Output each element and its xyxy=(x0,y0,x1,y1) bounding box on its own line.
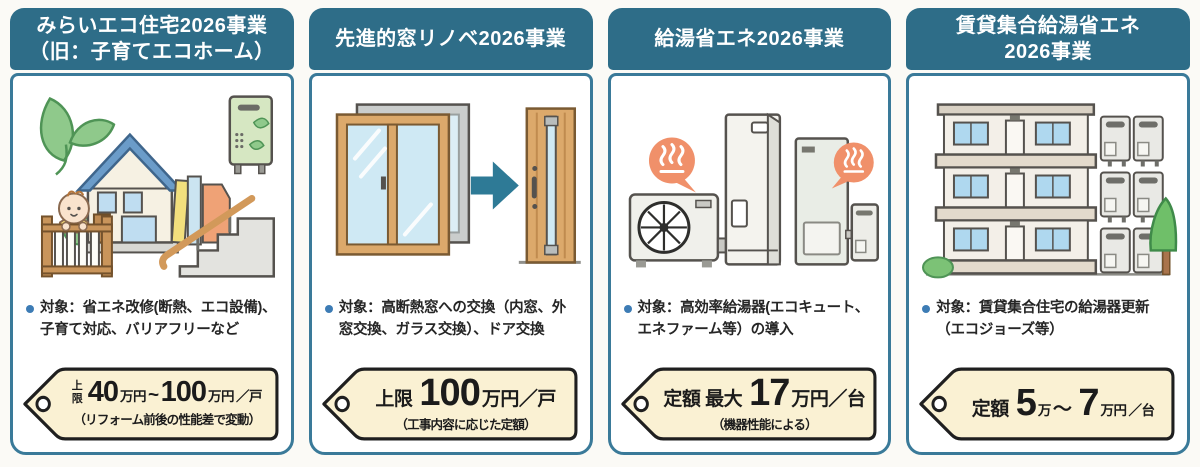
storage-tank-icon xyxy=(716,112,781,266)
arrow-right-icon xyxy=(470,161,519,210)
target-text: 対象：高効率給湯器(エコキュート、エネファーム等）の導入 xyxy=(637,300,870,338)
bullet-dot-icon xyxy=(922,305,931,313)
price-tag-shape-icon xyxy=(23,367,279,441)
bullet-dot-icon xyxy=(623,305,632,313)
heat-pump-illustration xyxy=(620,82,880,288)
target-text: 対象：省エネ改修(断熱、エコ設備)、子育て対応、バリアフリーなど xyxy=(40,300,277,338)
program-card-mirai-eco-house: みらいエコ住宅2026事業 （旧：子育てエコホーム） xyxy=(10,8,294,455)
eco-house-illustration xyxy=(22,82,282,288)
window-door-illustration xyxy=(321,82,581,288)
price-tag-shape-icon xyxy=(919,367,1175,441)
target-description: 対象：省エネ改修(断熱、エコ設備)、子育て対応、バリアフリーなど xyxy=(22,288,282,352)
program-card-rental-apartment: 賃貸集合給湯省エネ 2026事業 xyxy=(906,8,1190,455)
title-line-1: みらいエコ住宅2026事業 xyxy=(36,14,268,37)
price-tag-shape-icon xyxy=(322,367,578,441)
title-line-1: 先進的窓リノベ2026事業 xyxy=(335,27,567,50)
target-text: 対象：高断熱窓への交換（内窓、外窓交換、ガラス交換）、ドア交換 xyxy=(338,300,567,338)
ecojozu-tank-icon xyxy=(794,137,849,266)
title-line-2: （旧：子育てエコホーム） xyxy=(29,41,275,63)
door-icon xyxy=(518,107,581,264)
apartment-illustration xyxy=(918,82,1178,288)
house-icon xyxy=(62,132,231,254)
heat-bubble-icon xyxy=(831,142,874,189)
target-description: 対象：高断熱窓への交換（内窓、外窓交換、ガラス交換）、ドア交換 xyxy=(321,288,581,352)
program-card-window-renovation: 先進的窓リノベ2026事業 xyxy=(308,8,593,455)
target-text: 対象：賃貸集合住宅の給湯器更新（エコジョーズ等） xyxy=(936,300,1150,338)
target-description: 対象：賃貸集合住宅の給湯器更新（エコジョーズ等） xyxy=(918,288,1178,352)
bullet-dot-icon xyxy=(324,305,333,313)
baby-gate-icon xyxy=(40,190,113,278)
card-title-window: 先進的窓リノベ2026事業 xyxy=(308,8,593,70)
stairs-handrail-icon xyxy=(159,194,276,278)
card-title-mirai: みらいエコ住宅2026事業 （旧：子育てエコホーム） xyxy=(10,8,294,70)
price-tag-shape-icon xyxy=(620,367,876,441)
target-description: 対象：高効率給湯器(エコキュート、エネファーム等）の導入 xyxy=(620,288,880,352)
card-title-chintai: 賃貸集合給湯省エネ 2026事業 xyxy=(906,8,1190,70)
wall-heater-icon xyxy=(844,203,879,262)
water-heater-icon xyxy=(228,95,274,175)
subsidy-caption: （リフォーム前後の性能差で変動） xyxy=(73,413,261,427)
water-heaters-grid-icon xyxy=(1100,115,1165,274)
outdoor-unit-icon xyxy=(628,193,719,268)
title-line-1: 賃貸集合給湯省エネ xyxy=(955,14,1141,37)
subsidy-caption: （機器性能による） xyxy=(711,417,818,432)
title-line-2: 2026事業 xyxy=(1004,41,1092,63)
card-title-kyuto: 給湯省エネ2026事業 xyxy=(607,8,892,70)
title-line-1: 給湯省エネ2026事業 xyxy=(654,27,845,50)
heat-bubble-icon xyxy=(648,137,696,193)
tree-icon xyxy=(1149,196,1178,276)
window-icon xyxy=(335,103,470,256)
program-card-water-heater: 給湯省エネ2026事業 xyxy=(607,8,892,455)
leaf-icon xyxy=(39,97,116,176)
subsidy-caption: （工事内容に応じた定額） xyxy=(395,417,536,432)
bullet-dot-icon xyxy=(26,305,34,313)
apartment-building-icon xyxy=(922,103,1171,279)
